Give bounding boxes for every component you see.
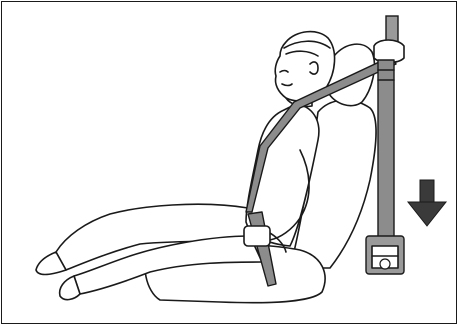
buckle bbox=[244, 226, 270, 246]
arrow-down-icon bbox=[408, 180, 446, 226]
belt-retractor bbox=[366, 236, 404, 274]
belt-anchor-post bbox=[374, 16, 404, 260]
